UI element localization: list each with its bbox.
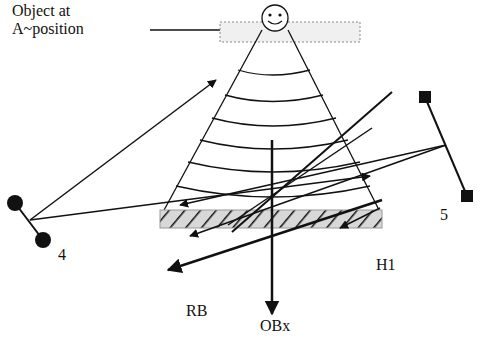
device-5 [180,91,473,236]
object-label: Object at A~position [12,2,104,37]
part-label: H1 [376,256,396,274]
callout-number: 4 [58,246,66,264]
obx-arrow [271,140,274,314]
h1-line [228,128,372,225]
object-box [220,22,360,42]
rb-arrow [168,200,382,270]
part-label: RB [186,302,207,320]
device-4 [7,80,370,248]
part-label: OBx [260,317,290,335]
callout-number: 5 [440,206,448,224]
sound-cone [163,30,380,226]
face [262,5,288,31]
